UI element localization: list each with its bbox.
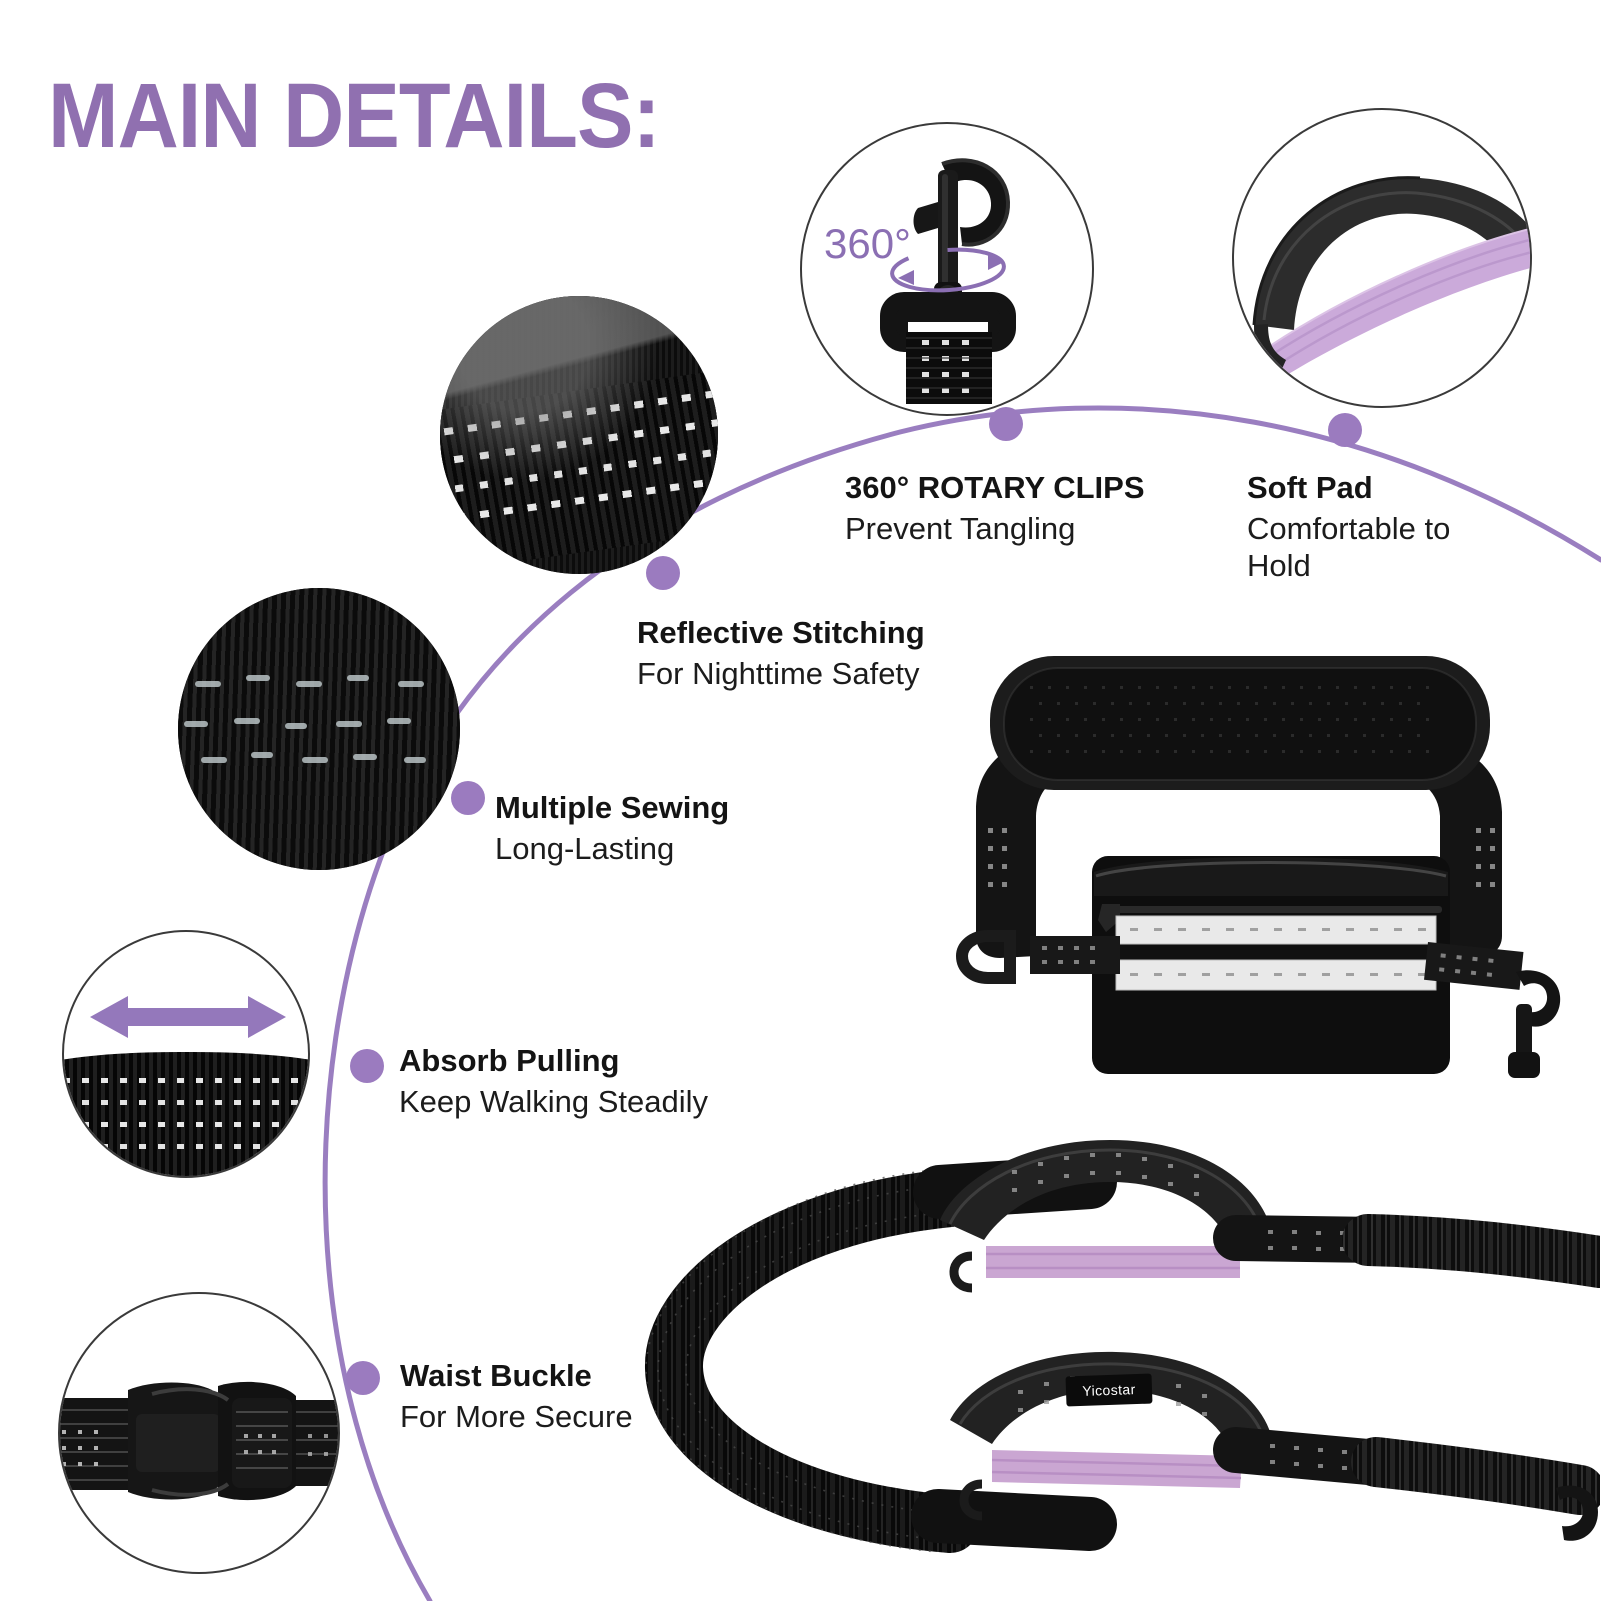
- reflective-webbing-texture: [440, 296, 718, 574]
- callout-title: Waist Buckle: [400, 1358, 592, 1393]
- inset-reflective-stitching: [440, 296, 718, 574]
- callout-title: Multiple Sewing: [495, 790, 730, 825]
- arc-dot-buckle: [346, 1361, 380, 1395]
- page-title: MAIN DETAILS:: [48, 65, 661, 167]
- callout-title: 360° ROTARY CLIPS: [845, 470, 1145, 505]
- callout-title: Absorb Pulling: [399, 1043, 620, 1078]
- callout-subtitle: Keep Walking Steadily: [399, 1083, 709, 1119]
- bungee-leash-product-photo: [645, 1140, 1600, 1553]
- brand-label: Yicostar: [1065, 1373, 1153, 1407]
- callout-title: Reflective Stitching: [637, 615, 925, 650]
- woven-fabric-texture: [178, 588, 460, 870]
- waist-bag-product-photo: [955, 656, 1561, 1078]
- inset-waist-buckle: [58, 1292, 340, 1574]
- callout-subtitle: For Nighttime Safety: [637, 655, 920, 691]
- soft-pad-handle-icon: [1252, 176, 1530, 382]
- callout-absorb-pulling: Absorb Pulling Keep Walking Steadily: [399, 1043, 708, 1120]
- callout-subtitle: Comfortable to Hold: [1247, 510, 1451, 584]
- arc-dot-absorb: [350, 1049, 384, 1083]
- double-arrow-icon: [90, 996, 286, 1038]
- callout-multiple-sewing: Multiple Sewing Long-Lasting: [495, 790, 729, 867]
- inset-multiple-sewing: [178, 588, 460, 870]
- arc-dot-softpad: [1328, 413, 1362, 447]
- swivel-clip-icon: [880, 158, 1016, 404]
- inset-absorb-pulling: [62, 930, 310, 1178]
- inset-rotary-clip: 360°: [800, 122, 1094, 416]
- callout-soft-pad: Soft Pad Comfortable to Hold: [1247, 470, 1462, 584]
- rotary-degree-label: 360°: [824, 220, 911, 267]
- callout-waist-buckle: Waist Buckle For More Secure: [400, 1358, 633, 1435]
- callout-reflective-stitching: Reflective Stitching For Nighttime Safet…: [637, 615, 925, 692]
- side-release-buckle-icon: [60, 1381, 338, 1501]
- inset-soft-pad: [1232, 108, 1532, 408]
- callout-rotary-clips: 360° ROTARY CLIPS Prevent Tangling: [845, 470, 1145, 547]
- callout-subtitle: Long-Lasting: [495, 830, 675, 866]
- callout-subtitle: Prevent Tangling: [845, 510, 1076, 546]
- callout-title: Soft Pad: [1247, 470, 1373, 505]
- callout-subtitle: For More Secure: [400, 1398, 633, 1434]
- bungee-webbing-texture: [64, 1052, 308, 1176]
